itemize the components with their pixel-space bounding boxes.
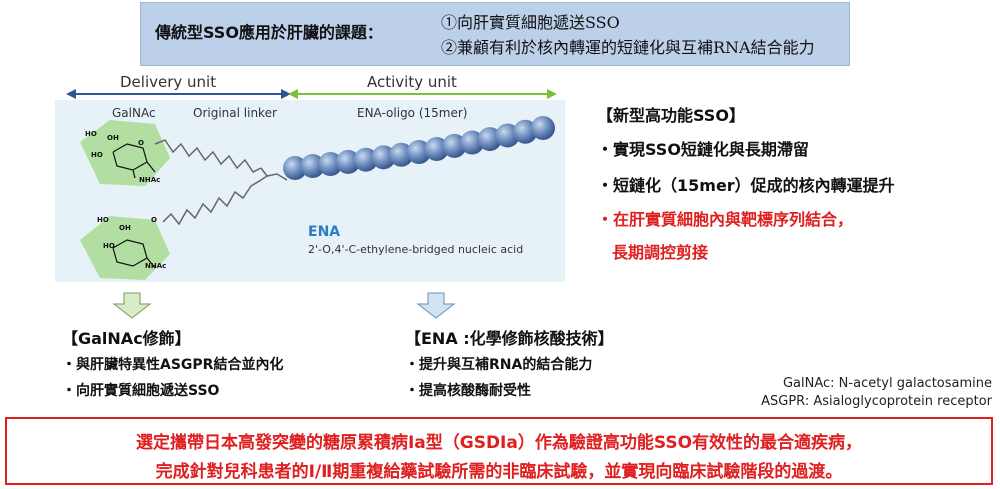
svg-text:O: O — [151, 216, 157, 224]
galnac-atoms-bottom: HO OH HO O NHAc — [97, 216, 166, 270]
svg-text:O: O — [138, 139, 144, 147]
svg-text:NHAc: NHAc — [145, 262, 166, 270]
galnac-mod-item-2: ・向肝實質細胞遞送SSO — [62, 383, 220, 399]
ena-bead — [318, 152, 343, 177]
ena-bead — [424, 137, 449, 162]
ena-oligo-beads — [283, 116, 555, 180]
issue-item-2: ②兼顧有利於核內轉運的短鏈化與互補RNA結合能力 — [441, 38, 815, 57]
new-sso-item-2: ・短鏈化（15mer）促成的核內轉運提升 — [597, 176, 895, 195]
activity-unit-label: Activity unit — [367, 73, 457, 91]
ena-bead — [407, 140, 431, 164]
linker-lower — [162, 179, 262, 226]
conclusion-box: 選定攜帶日本高發突變的糖原累積病Ia型（GSDIa）作為驗證高功能SSO有效性的… — [5, 417, 993, 485]
molecule-panel: GalNAc Original linker ENA-oligo (15mer)… — [55, 100, 565, 282]
new-sso-item-4: 長期調控剪接 — [612, 243, 709, 262]
galnac-label: GalNAc — [112, 106, 156, 120]
delivery-arrow — [66, 89, 291, 99]
svg-text:NHAc: NHAc — [139, 176, 160, 184]
ena-bead — [371, 145, 396, 170]
galnac-mod-item-1: ・與肝臟特異性ASGPR結合並內化 — [62, 357, 284, 373]
svg-text:OH: OH — [119, 224, 131, 232]
oligo-label: ENA-oligo (15mer) — [357, 106, 468, 120]
glossary-galnac: GalNAc: N-acetyl galactosamine — [782, 376, 992, 391]
ena-full-name: 2'-O,4'-C-ethylene-bridged nucleic acid — [308, 243, 524, 256]
ena-bead — [300, 154, 325, 179]
issue-item-1: ①向肝實質細胞遞送SSO — [441, 13, 620, 32]
linker-upper — [154, 139, 262, 173]
conclusion-line-2: 完成針對兒科患者的Ⅰ/Ⅱ期重複給藥試驗所需的非臨床試驗，並實現向臨床試驗階段的過… — [155, 462, 843, 482]
down-arrow-galnac — [112, 292, 152, 319]
galnac-sugar-bottom — [112, 239, 156, 269]
down-arrow-ena — [416, 292, 456, 319]
svg-text:HO: HO — [85, 130, 97, 138]
ena-bead — [442, 133, 467, 158]
issue-box: 傳統型SSO應用於肝臟的課題： ①向肝實質細胞遞送SSO ②兼顧有利於核內轉運的… — [140, 2, 850, 66]
ena-bead — [283, 156, 307, 180]
ena-bead — [336, 149, 361, 174]
new-sso-item-3: ・在肝實質細胞內與靶標序列結合， — [597, 210, 854, 229]
ena-bead — [353, 147, 378, 172]
delivery-unit-label: Delivery unit — [120, 73, 217, 91]
linker-label: Original linker — [193, 106, 277, 120]
ena-bead — [389, 142, 414, 167]
new-sso-item-1: ・實現SSO短鏈化與長期滯留 — [597, 140, 809, 159]
ena-bead — [531, 116, 555, 140]
ena-tech-item-2: ・提高核酸酶耐受性 — [405, 383, 531, 399]
new-sso-title: 【新型高功能SSO】 — [597, 106, 745, 125]
ena-tech-item-1: ・提升與互補RNA的結合能力 — [405, 357, 593, 373]
ena-title: ENA — [308, 224, 341, 240]
svg-text:OH: OH — [107, 134, 119, 142]
galnac-atoms-top: HO OH HO O NHAc — [85, 130, 160, 184]
linker-joint — [260, 167, 288, 181]
issue-title: 傳統型SSO應用於肝臟的課題： — [155, 23, 383, 42]
activity-arrow — [288, 89, 557, 99]
galnac-sugar-top — [112, 143, 156, 179]
glossary-asgpr: ASGPR: Asialoglycoprotein receptor — [761, 394, 992, 409]
svg-text:HO: HO — [103, 242, 115, 250]
svg-text:HO: HO — [97, 216, 109, 224]
molecule-structure: HO OH HO O NHAc HO OH HO O NHAc — [80, 116, 555, 280]
galnac-hexagon-top — [80, 120, 170, 186]
galnac-mod-title: 【GalNAc修飾】 — [62, 329, 191, 348]
conclusion-line-1: 選定攜帶日本高發突變的糖原累積病Ia型（GSDIa）作為驗證高功能SSO有效性的… — [135, 433, 863, 453]
galnac-hexagon-bottom — [80, 216, 170, 280]
ena-tech-title: 【ENA :化學修飾核酸技術】 — [405, 329, 614, 348]
svg-text:HO: HO — [91, 151, 103, 159]
